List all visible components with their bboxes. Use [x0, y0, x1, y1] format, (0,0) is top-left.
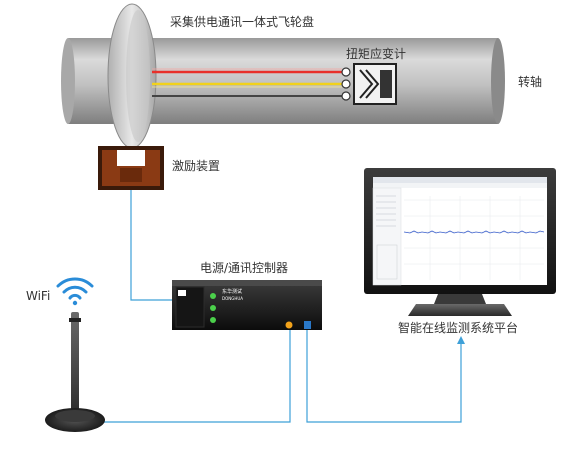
- antenna-icon: [45, 312, 105, 432]
- label-platform: 智能在线监测系统平台: [398, 320, 518, 335]
- wifi-icon: [56, 277, 94, 306]
- strain-wires: [152, 68, 342, 97]
- flywheel-disk: [107, 3, 157, 149]
- label-shaft: 转轴: [518, 74, 542, 89]
- exciter-device: [98, 146, 164, 190]
- label-wifi: WiFi: [26, 289, 50, 303]
- label-flywheel: 采集供电通讯一体式飞轮盘: [170, 14, 314, 29]
- label-exciter: 激励装置: [172, 159, 220, 173]
- monitor-icon: [364, 168, 556, 316]
- label-strain-gauge: 扭矩应变计: [346, 46, 406, 61]
- controller-brand: 东华测试: [222, 288, 242, 295]
- controller-device: [172, 280, 322, 330]
- controller-model: DONGHUA: [222, 296, 243, 301]
- strain-gauge-device: [341, 63, 397, 105]
- connection-lines: [84, 190, 465, 423]
- label-controller: 电源/通讯控制器: [200, 261, 288, 275]
